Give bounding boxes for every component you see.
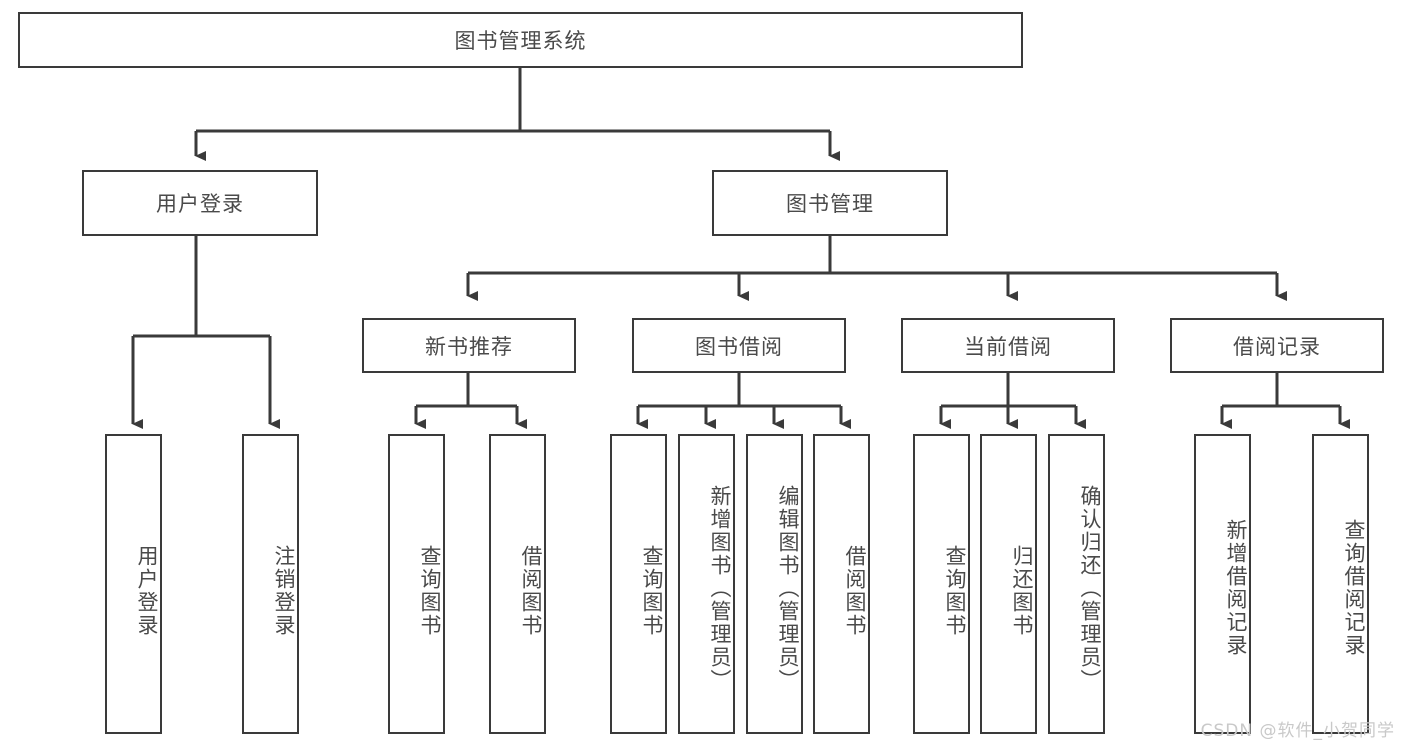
- node-label: 归还图书: [1010, 545, 1034, 637]
- node-label: 当前借阅: [964, 334, 1052, 359]
- node-label: 新书推荐: [425, 334, 513, 359]
- node-book-management[interactable]: 图书管理: [712, 170, 948, 236]
- node-label: 确认归还（管理员）: [1078, 484, 1102, 692]
- node-user-login[interactable]: 用户登录: [82, 170, 318, 236]
- node-book-borrow[interactable]: 图书借阅: [632, 318, 846, 373]
- node-label: 借阅记录: [1233, 334, 1321, 359]
- node-borrow-record[interactable]: 借阅记录: [1170, 318, 1384, 373]
- node-label: 注销登录: [272, 545, 296, 637]
- node-label: 查询图书: [943, 545, 967, 637]
- leaf-user-login-signin[interactable]: 用户登录: [105, 434, 162, 734]
- leaf-current-borrow-confirm-return[interactable]: 确认归还（管理员）: [1048, 434, 1105, 734]
- node-label: 编辑图书（管理员）: [776, 484, 800, 692]
- node-label: 借阅图书: [519, 545, 543, 637]
- node-current-borrow[interactable]: 当前借阅: [901, 318, 1115, 373]
- node-label: 用户登录: [135, 545, 159, 637]
- node-label: 图书管理系统: [454, 29, 587, 53]
- node-label: 图书管理: [786, 192, 874, 216]
- leaf-new-book-query[interactable]: 查询图书: [388, 434, 445, 734]
- leaf-new-book-borrow[interactable]: 借阅图书: [489, 434, 546, 734]
- leaf-user-login-signout[interactable]: 注销登录: [242, 434, 299, 734]
- node-label: 新增借阅记录: [1224, 519, 1248, 657]
- leaf-book-borrow-add[interactable]: 新增图书（管理员）: [678, 434, 735, 734]
- node-label: 查询借阅记录: [1342, 519, 1366, 657]
- leaf-current-borrow-query[interactable]: 查询图书: [913, 434, 970, 734]
- node-label: 借阅图书: [843, 545, 867, 637]
- leaf-borrow-record-query[interactable]: 查询借阅记录: [1312, 434, 1369, 734]
- node-root[interactable]: 图书管理系统: [18, 12, 1023, 68]
- leaf-current-borrow-return[interactable]: 归还图书: [980, 434, 1037, 734]
- leaf-borrow-record-add[interactable]: 新增借阅记录: [1194, 434, 1251, 734]
- leaf-book-borrow-edit[interactable]: 编辑图书（管理员）: [746, 434, 803, 734]
- node-new-book-recommend[interactable]: 新书推荐: [362, 318, 576, 373]
- node-label: 图书借阅: [695, 334, 783, 359]
- node-label: 查询图书: [640, 545, 664, 637]
- node-label: 用户登录: [156, 192, 244, 216]
- leaf-book-borrow-query[interactable]: 查询图书: [610, 434, 667, 734]
- node-label: 查询图书: [418, 545, 442, 637]
- leaf-book-borrow-borrow[interactable]: 借阅图书: [813, 434, 870, 734]
- node-label: 新增图书（管理员）: [708, 484, 732, 692]
